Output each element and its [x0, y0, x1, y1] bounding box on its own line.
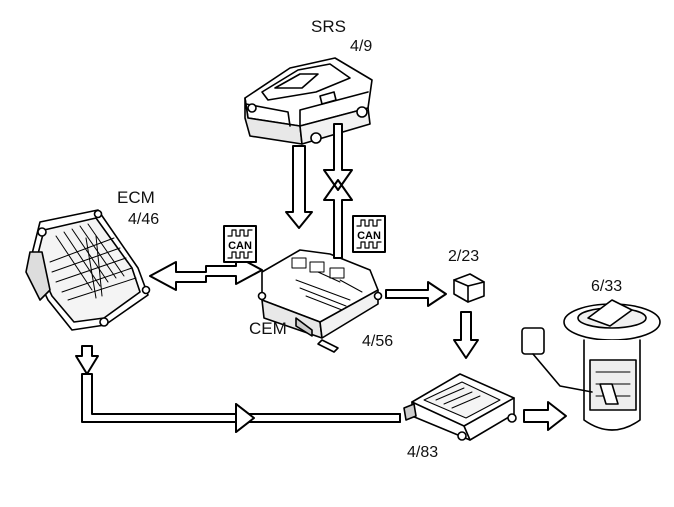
arrow-right-icon	[385, 281, 447, 307]
pump-module-code: 4/83	[407, 444, 439, 461]
ecm-module	[25, 209, 151, 331]
srs-code: 4/9	[350, 38, 373, 55]
fuel-pump-code: 6/33	[591, 278, 623, 295]
arrow-down-icon	[453, 311, 479, 359]
arrow-bidirectional-icon	[149, 255, 263, 291]
cem-name: CEM	[249, 319, 287, 338]
can-label: CAN	[228, 240, 252, 252]
can-bus-icon	[227, 229, 253, 237]
ecm-code: 4/46	[128, 211, 160, 228]
ecm-name: ECM	[117, 188, 155, 207]
signal-line	[81, 373, 255, 433]
can-label: CAN	[357, 230, 381, 242]
fuel-pump-assembly	[521, 299, 661, 431]
relay-code: 2/23	[448, 248, 480, 265]
can-badge-ecm-cem: CAN	[223, 225, 257, 263]
srs-module	[244, 57, 373, 145]
arrow-down-icon	[285, 145, 313, 229]
can-badge-srs-cem: CAN	[352, 215, 386, 253]
relay-component	[453, 273, 485, 303]
cem-code: 4/56	[362, 333, 394, 350]
arrow-right-icon	[523, 401, 567, 431]
arrows	[75, 123, 567, 433]
arrow-bidirectional-icon	[323, 123, 353, 259]
pump-control-module	[403, 373, 517, 441]
srs-name: SRS	[311, 17, 346, 36]
can-bus-icon	[356, 219, 382, 227]
arrow-down-icon	[75, 345, 99, 375]
cem-module	[257, 249, 383, 353]
